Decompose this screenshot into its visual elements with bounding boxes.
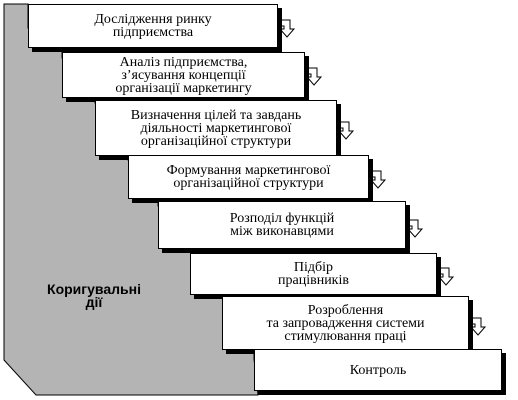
step-enterprise-analysis: Аналіз підприємства, з’ясування концепці…: [62, 52, 305, 98]
down-arrow-icon: [369, 170, 387, 189]
down-arrow-icon: [305, 67, 323, 86]
step-goals-definition: Визначення цілей та завдань діяльності м…: [95, 100, 337, 156]
step-function-distribution: Розподіл функцій між виконавцями: [158, 201, 406, 249]
down-arrow-icon: [278, 19, 296, 38]
down-arrow-icon: [469, 317, 487, 336]
step-arrows: [278, 19, 487, 336]
step-label: Дослідження ринку підприємства: [94, 12, 212, 40]
step-incentive-system: Розроблення та запровадження системи сти…: [222, 296, 469, 350]
down-arrow-icon: [406, 219, 424, 238]
corrective-actions-label: Коригувальні дії: [47, 281, 141, 310]
step-label: Розподіл функцій між виконавцями: [229, 211, 335, 239]
down-arrow-icon: [337, 121, 355, 140]
step-label: Розроблення та запровадження системи сти…: [266, 302, 425, 344]
step-label: Підбір працівників: [278, 260, 349, 288]
step-label: Контроль: [349, 362, 407, 378]
step-staff-selection: Підбір працівників: [190, 253, 437, 295]
down-arrow-icon: [437, 267, 455, 286]
step-label: Формування маркетингової організаційної …: [166, 163, 331, 191]
step-label: Аналіз підприємства, з’ясування концепці…: [115, 54, 252, 96]
step-market-research: Дослідження ринку підприємства: [28, 4, 278, 48]
step-control: Контроль: [254, 349, 502, 391]
step-label: Визначення цілей та завдань діяльності м…: [130, 107, 302, 149]
step-structure-formation: Формування маркетингової організаційної …: [128, 155, 369, 199]
